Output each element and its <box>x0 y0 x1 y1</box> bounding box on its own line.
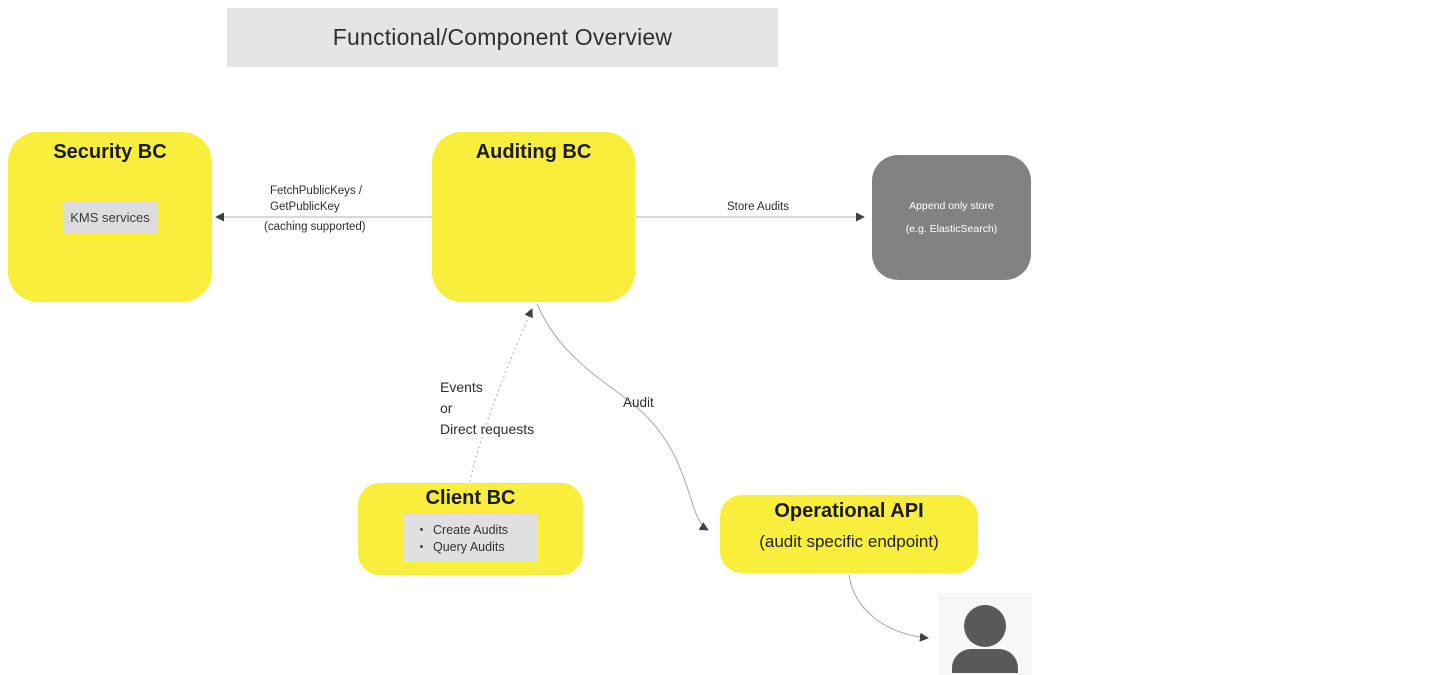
person-icon <box>952 605 1018 673</box>
client-bc-list: Create Audits Query Audits <box>404 514 537 562</box>
label-events-or-direct-requests: Events or Direct requests <box>440 377 534 440</box>
audit-text: Audit <box>623 395 654 410</box>
append-store-line2: (e.g. ElasticSearch) <box>905 223 998 235</box>
events-line2: or <box>440 400 453 416</box>
label-fetchpublickeys: FetchPublicKeys / GetPublicKey <box>270 183 362 215</box>
operational-api-title: Operational API <box>774 500 924 522</box>
node-operational-api: Operational API (audit specific endpoint… <box>720 495 978 573</box>
client-bc-title: Client BC <box>425 487 516 509</box>
user-tile <box>938 593 1032 675</box>
list-item: Query Audits <box>420 540 537 554</box>
node-append-only-store: Append only store (e.g. ElasticSearch) <box>872 155 1031 280</box>
page-title-text: Functional/Component Overview <box>332 24 673 50</box>
edge-user-line <box>848 574 929 642</box>
edge-events-dotted-line <box>469 308 533 483</box>
auditing-bc-title: Auditing BC <box>475 141 592 163</box>
events-line3: Direct requests <box>440 421 535 437</box>
client-item-label: Query Audits <box>433 539 505 554</box>
security-bc-title: Security BC <box>53 141 167 163</box>
node-auditing-bc: Auditing BC <box>432 132 635 302</box>
fetch-line2: GetPublicKey <box>270 201 340 213</box>
events-line1: Events <box>440 379 483 395</box>
operational-api-subtitle: (audit specific endpoint) <box>759 532 939 551</box>
bullet-icon <box>420 528 423 531</box>
list-item: Create Audits <box>420 523 537 537</box>
bullet-icon <box>420 545 423 548</box>
node-security-bc: Security BC KMS services <box>8 132 212 302</box>
node-client-bc: Client BC Create Audits Query Audits <box>358 483 583 575</box>
label-caching-supported: (caching supported) <box>264 219 366 235</box>
label-store-audits: Store Audits <box>710 199 806 215</box>
store-audits-text: Store Audits <box>726 201 789 213</box>
kms-services-label: KMS services <box>70 210 150 225</box>
caching-note: (caching supported) <box>264 221 366 233</box>
append-store-line1: Append only store <box>909 200 994 212</box>
fetch-line1: FetchPublicKeys / <box>270 185 363 197</box>
page-title: Functional/Component Overview <box>227 8 778 67</box>
label-audit: Audit <box>623 395 654 411</box>
edge-audit-line <box>536 303 709 531</box>
client-item-label: Create Audits <box>433 522 509 537</box>
kms-services-chip: KMS services <box>63 202 157 233</box>
